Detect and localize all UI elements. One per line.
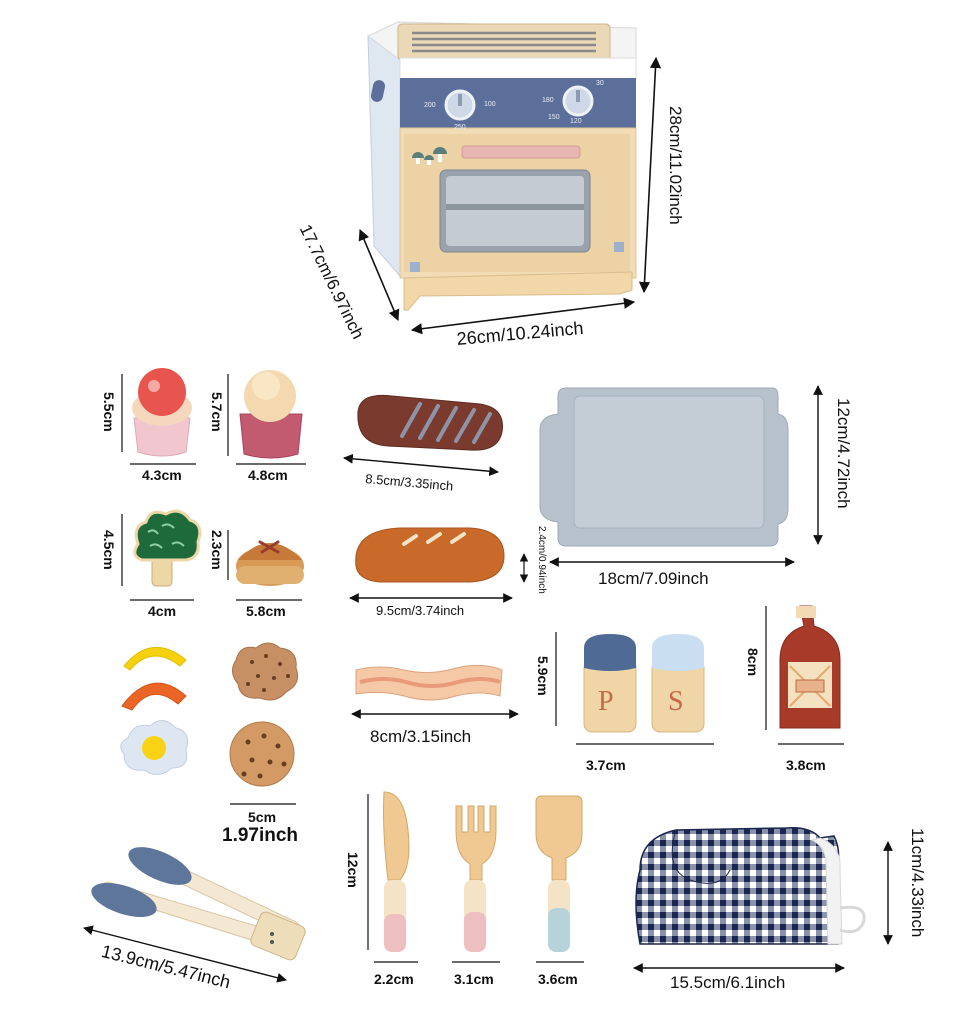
banana-slice <box>123 646 187 671</box>
bread-loaf <box>355 527 505 583</box>
knife-width-label: 2.2cm <box>374 971 414 987</box>
mitt-height-label: 11cm/4.33inch <box>908 828 927 938</box>
cupcake2-height-label: 5.7cm <box>209 392 225 432</box>
oven-knob-left-scale-1: 200 <box>424 102 436 109</box>
spatula <box>535 795 583 952</box>
cupcake-2 <box>239 370 303 459</box>
bacon-width-label: 8cm/3.15inch <box>370 727 472 746</box>
salt-shaker <box>651 634 705 733</box>
shaker-height-label: 5.9cm <box>535 656 551 696</box>
fork-width-label: 3.1cm <box>454 971 494 987</box>
ketchup-bottle <box>779 605 841 729</box>
cupcake1-width-label: 4.3cm <box>142 467 182 483</box>
tray-width-label: 18cm/7.09inch <box>598 569 709 588</box>
ketchup-width-label: 3.8cm <box>786 757 826 773</box>
oven-knob-left-scale-3: 250 <box>454 124 466 131</box>
oven-knob-right-scale-3: 150 <box>548 114 560 121</box>
tray-height-label: 12cm/4.72inch <box>834 398 853 509</box>
fork <box>455 805 497 952</box>
toaster-slots <box>412 31 596 53</box>
utensil-height-label: 12cm <box>345 852 361 888</box>
fried-egg <box>120 720 189 775</box>
cookie-width-label: 5cm <box>248 809 277 825</box>
bun-width-label: 5.8cm <box>246 603 286 619</box>
broccoli-width-label: 4cm <box>148 603 177 619</box>
cupcake-1 <box>132 368 192 457</box>
mushroom-decor-icon <box>412 147 447 165</box>
cupcake1-height-label: 5.5cm <box>101 392 117 432</box>
bacon <box>355 664 503 701</box>
mitt-width-label: 15.5cm/6.1inch <box>670 973 786 992</box>
oven-mitt <box>635 826 866 945</box>
oven-knob-right-scale-1: 180 <box>542 97 554 104</box>
bread-width-label: 9.5cm/3.74inch <box>376 603 465 618</box>
bun-height-label: 2.3cm <box>209 530 225 570</box>
spatula-width-label: 3.6cm <box>538 971 578 987</box>
oven-knob-right-scale-4: 120 <box>570 118 582 125</box>
oven-knob-left-scale-2: 100 <box>484 101 496 108</box>
steak <box>357 394 504 451</box>
broccoli-height-label: 4.5cm <box>101 530 117 570</box>
cookie-2 <box>229 721 295 787</box>
pepper-letter: P <box>598 686 614 717</box>
oven-height-label: 28cm/11.02inch <box>666 106 685 225</box>
broccoli <box>133 509 202 587</box>
bread-bun <box>236 540 304 586</box>
knife <box>383 791 410 952</box>
cookie-1 <box>232 642 299 701</box>
oven-knob-right-scale-2: 30 <box>596 80 604 87</box>
pepper-shaker <box>583 634 637 733</box>
toy-oven <box>367 21 637 311</box>
tongs <box>91 847 306 961</box>
baking-tray <box>539 387 789 547</box>
bread-height-label: 2.4cm/0.94inch <box>536 526 547 594</box>
oven-door-handle <box>461 145 581 159</box>
salt-letter: S <box>668 686 684 717</box>
cupcake2-width-label: 4.8cm <box>248 467 288 483</box>
ketchup-height-label: 8cm <box>745 648 761 677</box>
carrot-slice <box>121 682 187 711</box>
cookie-width-inch-label: 1.97inch <box>222 825 299 846</box>
shaker-width-label: 3.7cm <box>586 757 626 773</box>
